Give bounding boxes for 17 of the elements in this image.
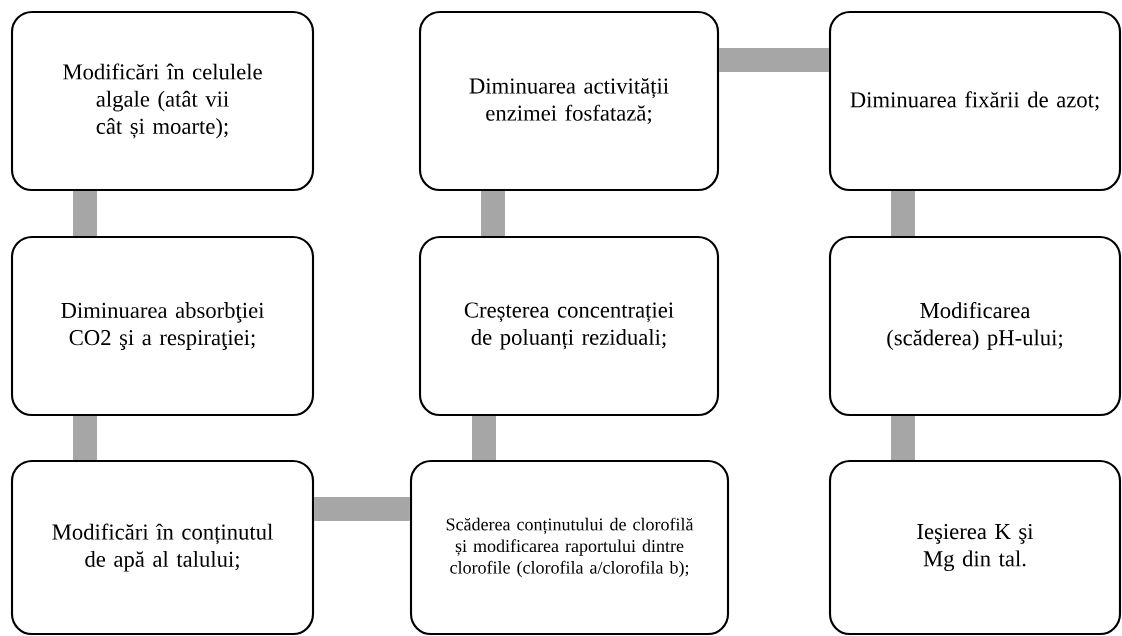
connector-bar xyxy=(891,191,915,236)
connector-bar xyxy=(719,48,829,72)
process-box: Diminuarea absorbţiei CO2 şi a respiraţiei; xyxy=(10,235,315,417)
connector-bar xyxy=(73,191,97,236)
connector-bar xyxy=(472,416,496,460)
connector-bar xyxy=(891,416,915,460)
process-box: Modificări în conținutul de apă al talului; xyxy=(10,459,315,636)
process-box: Modificarea (scăderea) pH-ului; xyxy=(828,235,1122,417)
process-box: Scăderea conținutului de clorofilă și modificarea raportului dintre clorofile (clorofila a/clorofila b); xyxy=(409,459,730,636)
connector-bar xyxy=(314,497,410,521)
connector-bar xyxy=(481,191,505,236)
process-box: Ieşierea K şi Mg din tal. xyxy=(828,459,1122,636)
process-box: Modificări în celulele algale (atât vii cât și moarte); xyxy=(10,10,315,192)
process-box: Diminuarea fixării de azot; xyxy=(828,10,1122,192)
process-box: Creșterea concentrației de poluanți reziduali; xyxy=(418,235,720,417)
connector-bar xyxy=(73,416,97,460)
process-box: Diminuarea activității enzimei fosfatază; xyxy=(418,10,720,192)
